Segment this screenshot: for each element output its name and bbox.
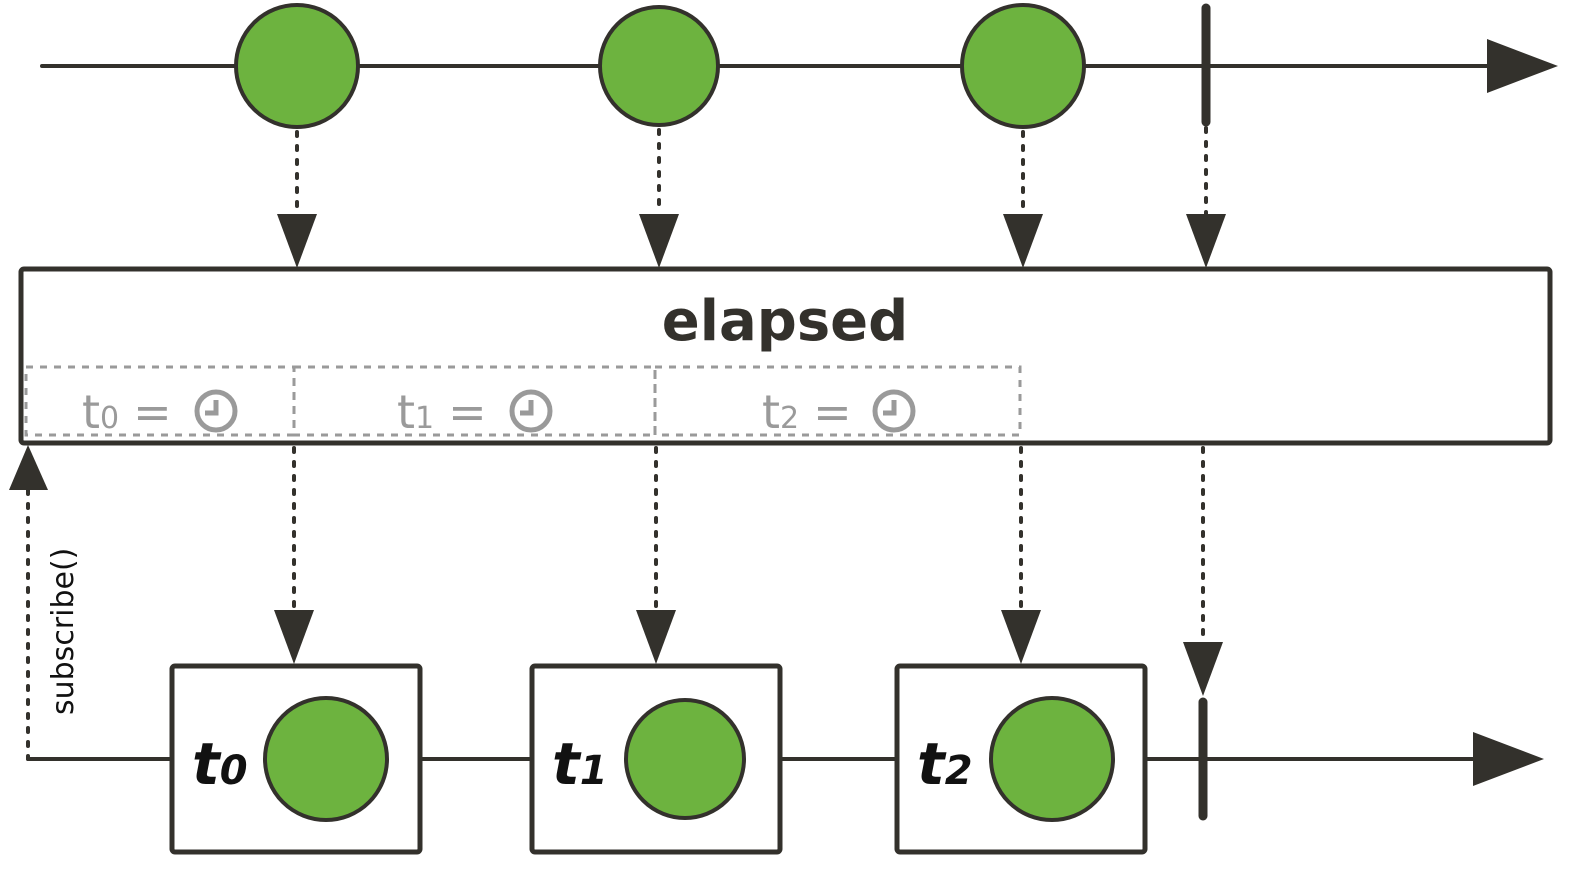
output-item-1: t1 bbox=[529, 663, 783, 855]
arrow-down-icon bbox=[636, 610, 676, 664]
clock-icon bbox=[509, 389, 553, 433]
output-item-2: t2 bbox=[894, 663, 1148, 855]
arrow-down-icon bbox=[1001, 610, 1041, 664]
output-marble bbox=[989, 696, 1115, 822]
output-marble bbox=[624, 698, 746, 820]
output-axis-arrow-icon bbox=[1473, 732, 1544, 786]
arrow-down-icon bbox=[274, 610, 314, 664]
clock-icon bbox=[872, 389, 916, 433]
output-timeline: t0 t1 t2 bbox=[26, 663, 1544, 855]
arrow-down-icon bbox=[1003, 214, 1043, 268]
arrow-down-icon bbox=[1186, 214, 1226, 268]
output-item-label: t0 bbox=[192, 730, 248, 798]
source-timeline bbox=[40, 3, 1558, 129]
source-marble-1 bbox=[598, 5, 720, 127]
operator-label: elapsed bbox=[662, 289, 908, 354]
timestamp-label-2: t2= bbox=[762, 385, 852, 439]
subscribe-label: subscribe() bbox=[46, 548, 81, 715]
subscribe-arrow: subscribe() bbox=[9, 445, 81, 761]
output-item-label: t1 bbox=[552, 730, 608, 798]
output-item-label: t2 bbox=[917, 730, 973, 798]
operator-box: elapsed t0= t1= t2= bbox=[18, 266, 1553, 446]
arrow-down-icon bbox=[277, 214, 317, 268]
source-marble-0 bbox=[234, 3, 360, 129]
operator-to-output-arrows bbox=[274, 446, 1223, 696]
arrow-down-icon bbox=[1183, 642, 1223, 696]
source-to-operator-arrows bbox=[277, 126, 1226, 268]
output-item-0: t0 bbox=[169, 663, 423, 855]
output-marble bbox=[263, 696, 389, 822]
arrow-up-icon bbox=[9, 445, 48, 490]
timestamp-box-2 bbox=[653, 365, 1022, 437]
timestamp-label-1: t1= bbox=[397, 385, 487, 439]
clock-icon bbox=[194, 389, 238, 433]
source-axis-arrow-icon bbox=[1487, 39, 1558, 93]
operator-frame bbox=[18, 266, 1553, 446]
arrow-down-icon bbox=[639, 214, 679, 268]
timestamp-label-0: t0= bbox=[82, 385, 172, 439]
source-marble-2 bbox=[960, 3, 1086, 129]
